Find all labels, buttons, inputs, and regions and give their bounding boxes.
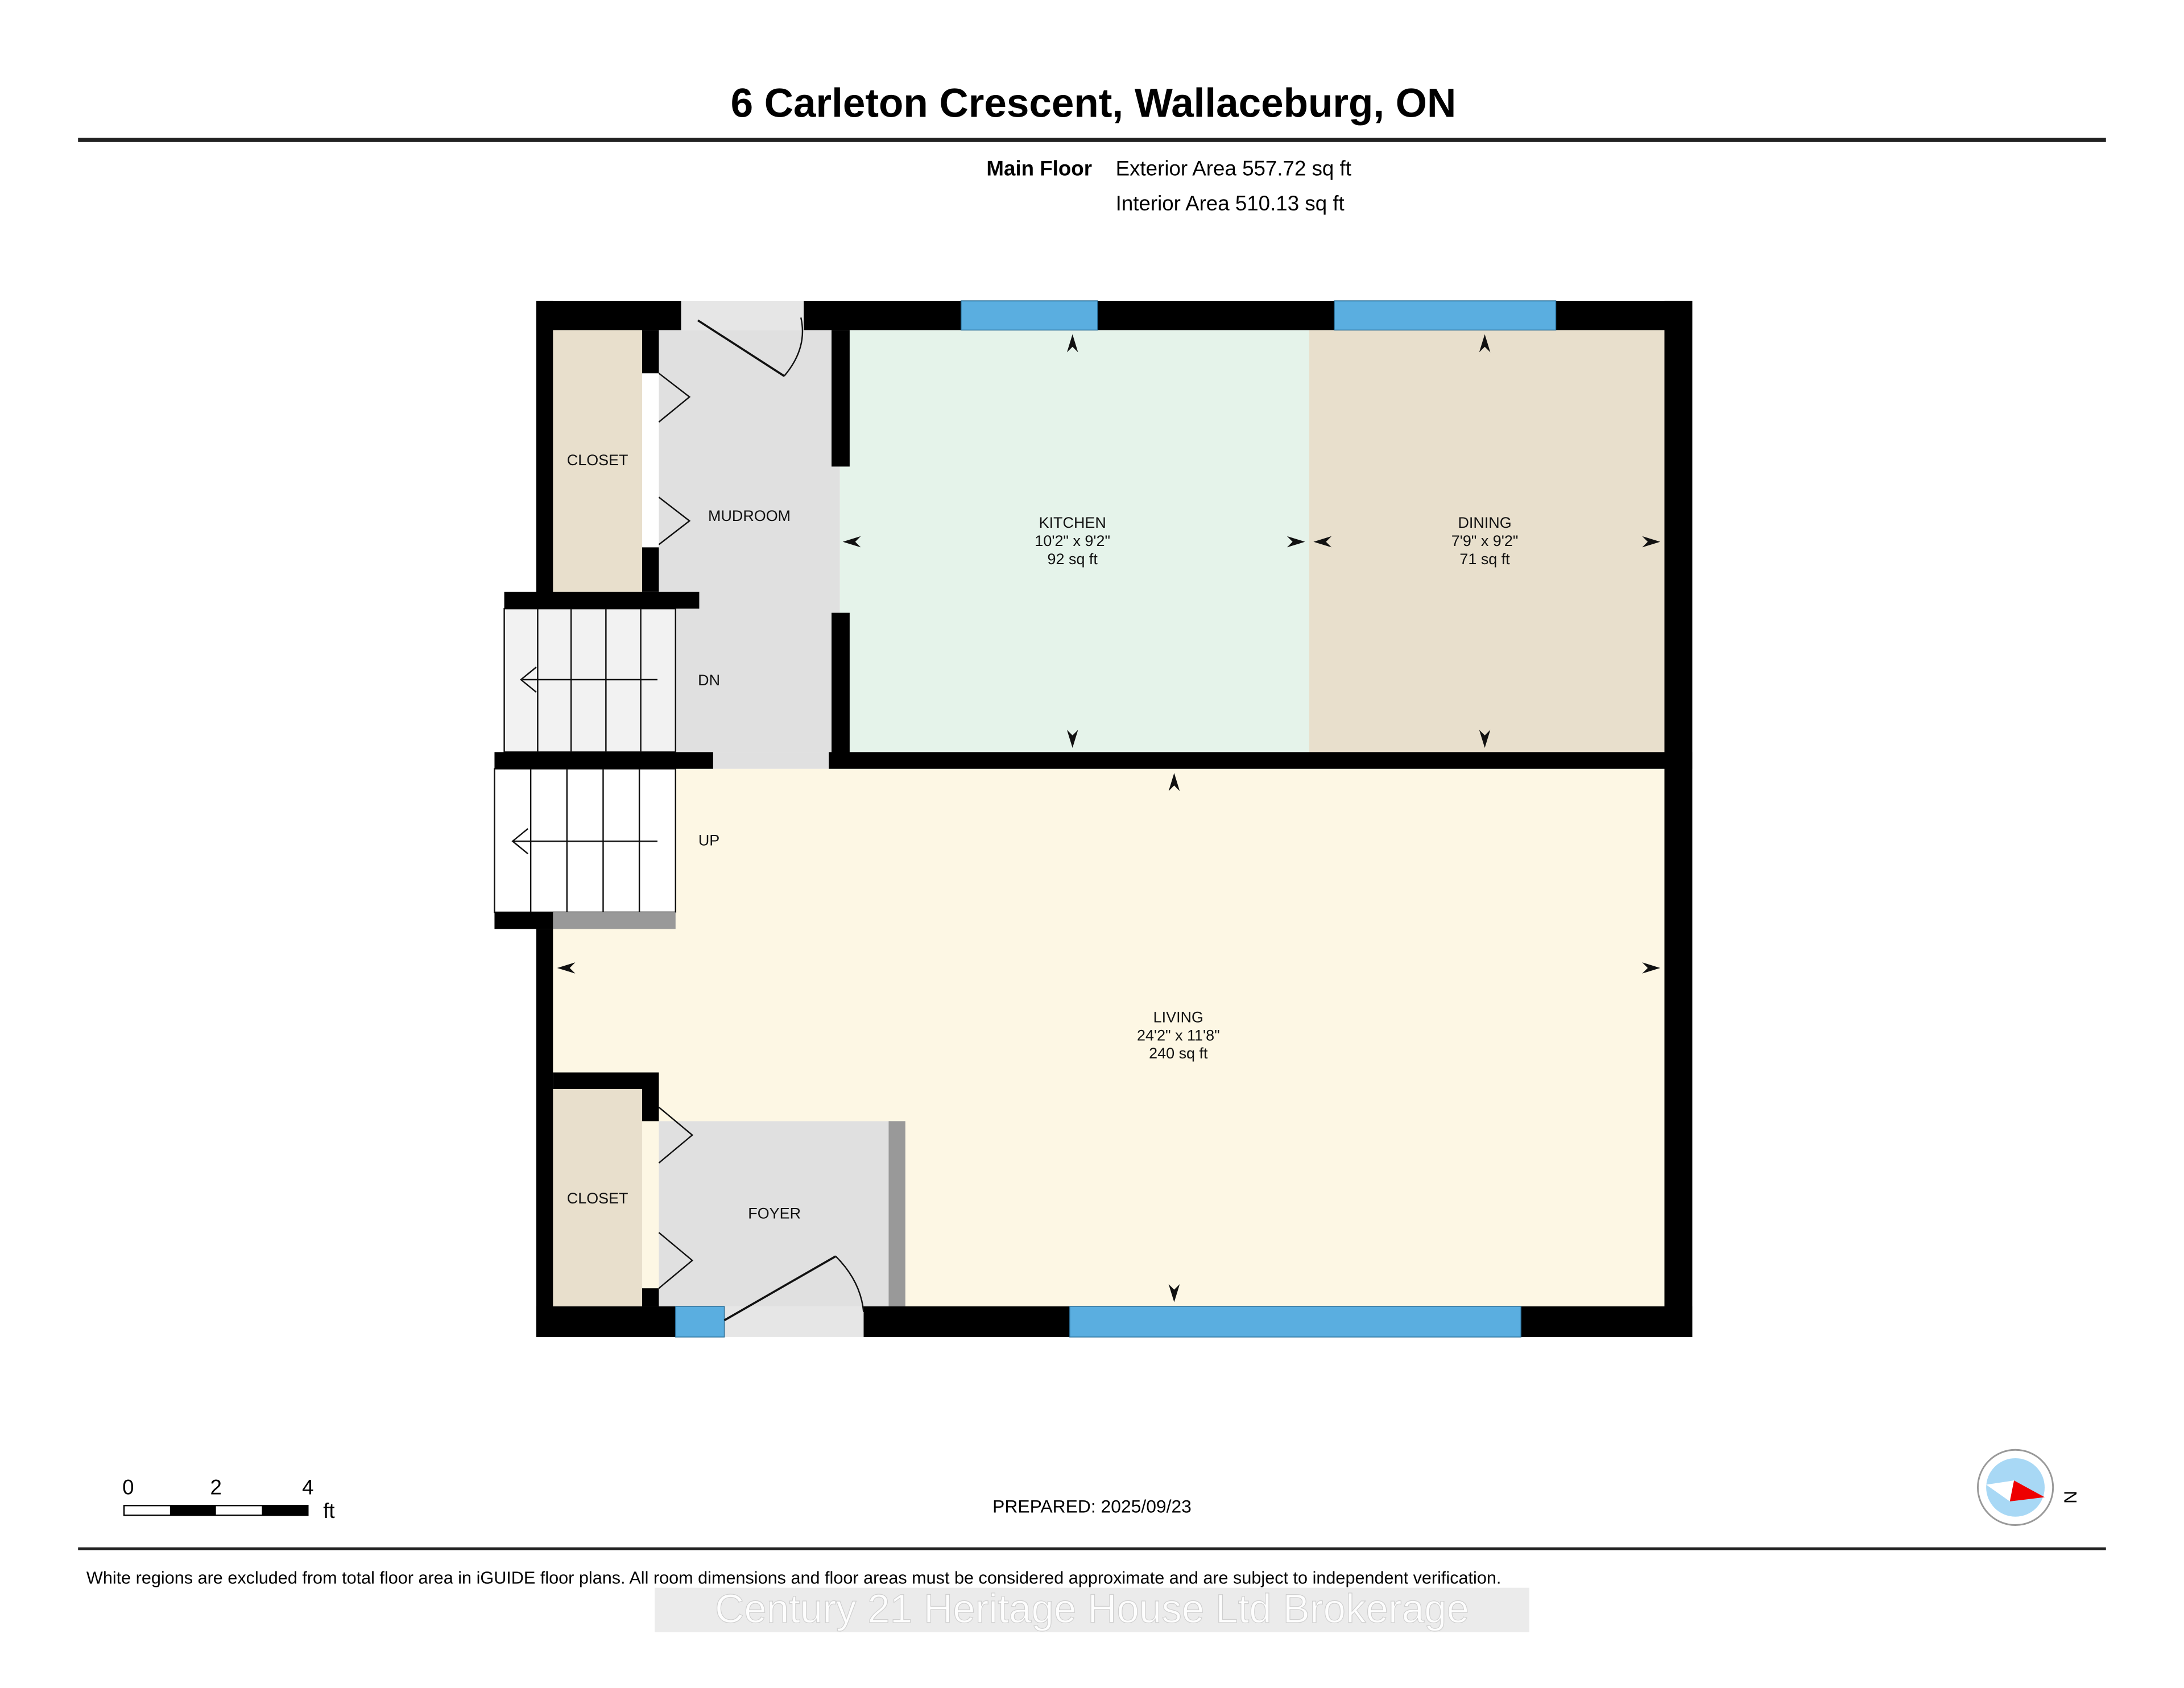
watermark: Century 21 Heritage House Ltd Brokerage [715,1587,1469,1632]
living-label: LIVING [1153,1008,1203,1025]
disclaimer: White regions are excluded from total fl… [86,1568,1501,1587]
floor-plan: CLOSET MUDROOM DN UP KITCHEN 10'2" x 9'2… [494,300,1693,1338]
svg-text:4: 4 [302,1476,313,1499]
floor-name: Main Floor [986,157,1092,180]
svg-text:N: N [2060,1491,2080,1504]
mudroom-fill [659,330,840,752]
stairs-down-label: DN [698,672,720,689]
footer-rule [78,1547,2106,1550]
dining-area: 71 sq ft [1459,551,1510,568]
svg-text:2: 2 [210,1476,221,1499]
window-foyer [675,1306,725,1338]
kitchen-fill [839,330,1310,752]
doors [658,317,864,1322]
back-door-gap [681,300,804,330]
scale-bar: 0 2 4 ft [122,1476,334,1523]
dining-label: DINING [1458,514,1511,531]
dining-dims: 7'9" x 9'2" [1451,532,1519,549]
dining-fill [1309,330,1665,752]
kitchen-area: 92 sq ft [1048,551,1098,568]
window-living [1069,1306,1521,1338]
title-rule [78,138,2106,142]
exterior-area: Exterior Area 557.72 sq ft [1116,157,1351,180]
svg-text:ft: ft [323,1499,334,1522]
mudroom-label: MUDROOM [708,507,791,524]
stairs-down [503,607,677,753]
dimension-arrows [557,334,1661,1302]
page-title: 6 Carleton Crescent, Wallaceburg, ON [731,81,1457,126]
closet-top-fill [553,330,643,592]
windows [675,300,1557,1338]
stairs-up-label: UP [698,831,719,849]
living-area: 240 sq ft [1149,1045,1208,1062]
living-dims: 24'2" x 11'8" [1137,1027,1220,1044]
front-door-gap [724,1306,864,1337]
closet-bottom-fill [553,1089,643,1307]
svg-text:0: 0 [122,1476,134,1499]
kitchen-dims: 10'2" x 9'2" [1035,532,1110,549]
interior-area: Interior Area 510.13 sq ft [1116,192,1345,215]
closet-top-label: CLOSET [567,452,628,469]
window-kitchen [961,300,1098,331]
foyer-label: FOYER [748,1205,801,1222]
stairs-up [494,768,677,913]
kitchen-label: KITCHEN [1039,514,1106,531]
compass-icon: N [1976,1449,2080,1526]
prepared-date: PREPARED: 2025/09/23 [992,1496,1192,1516]
closet-bottom-label: CLOSET [567,1190,628,1207]
window-dining [1334,300,1557,331]
foyer-fill [659,1121,892,1307]
